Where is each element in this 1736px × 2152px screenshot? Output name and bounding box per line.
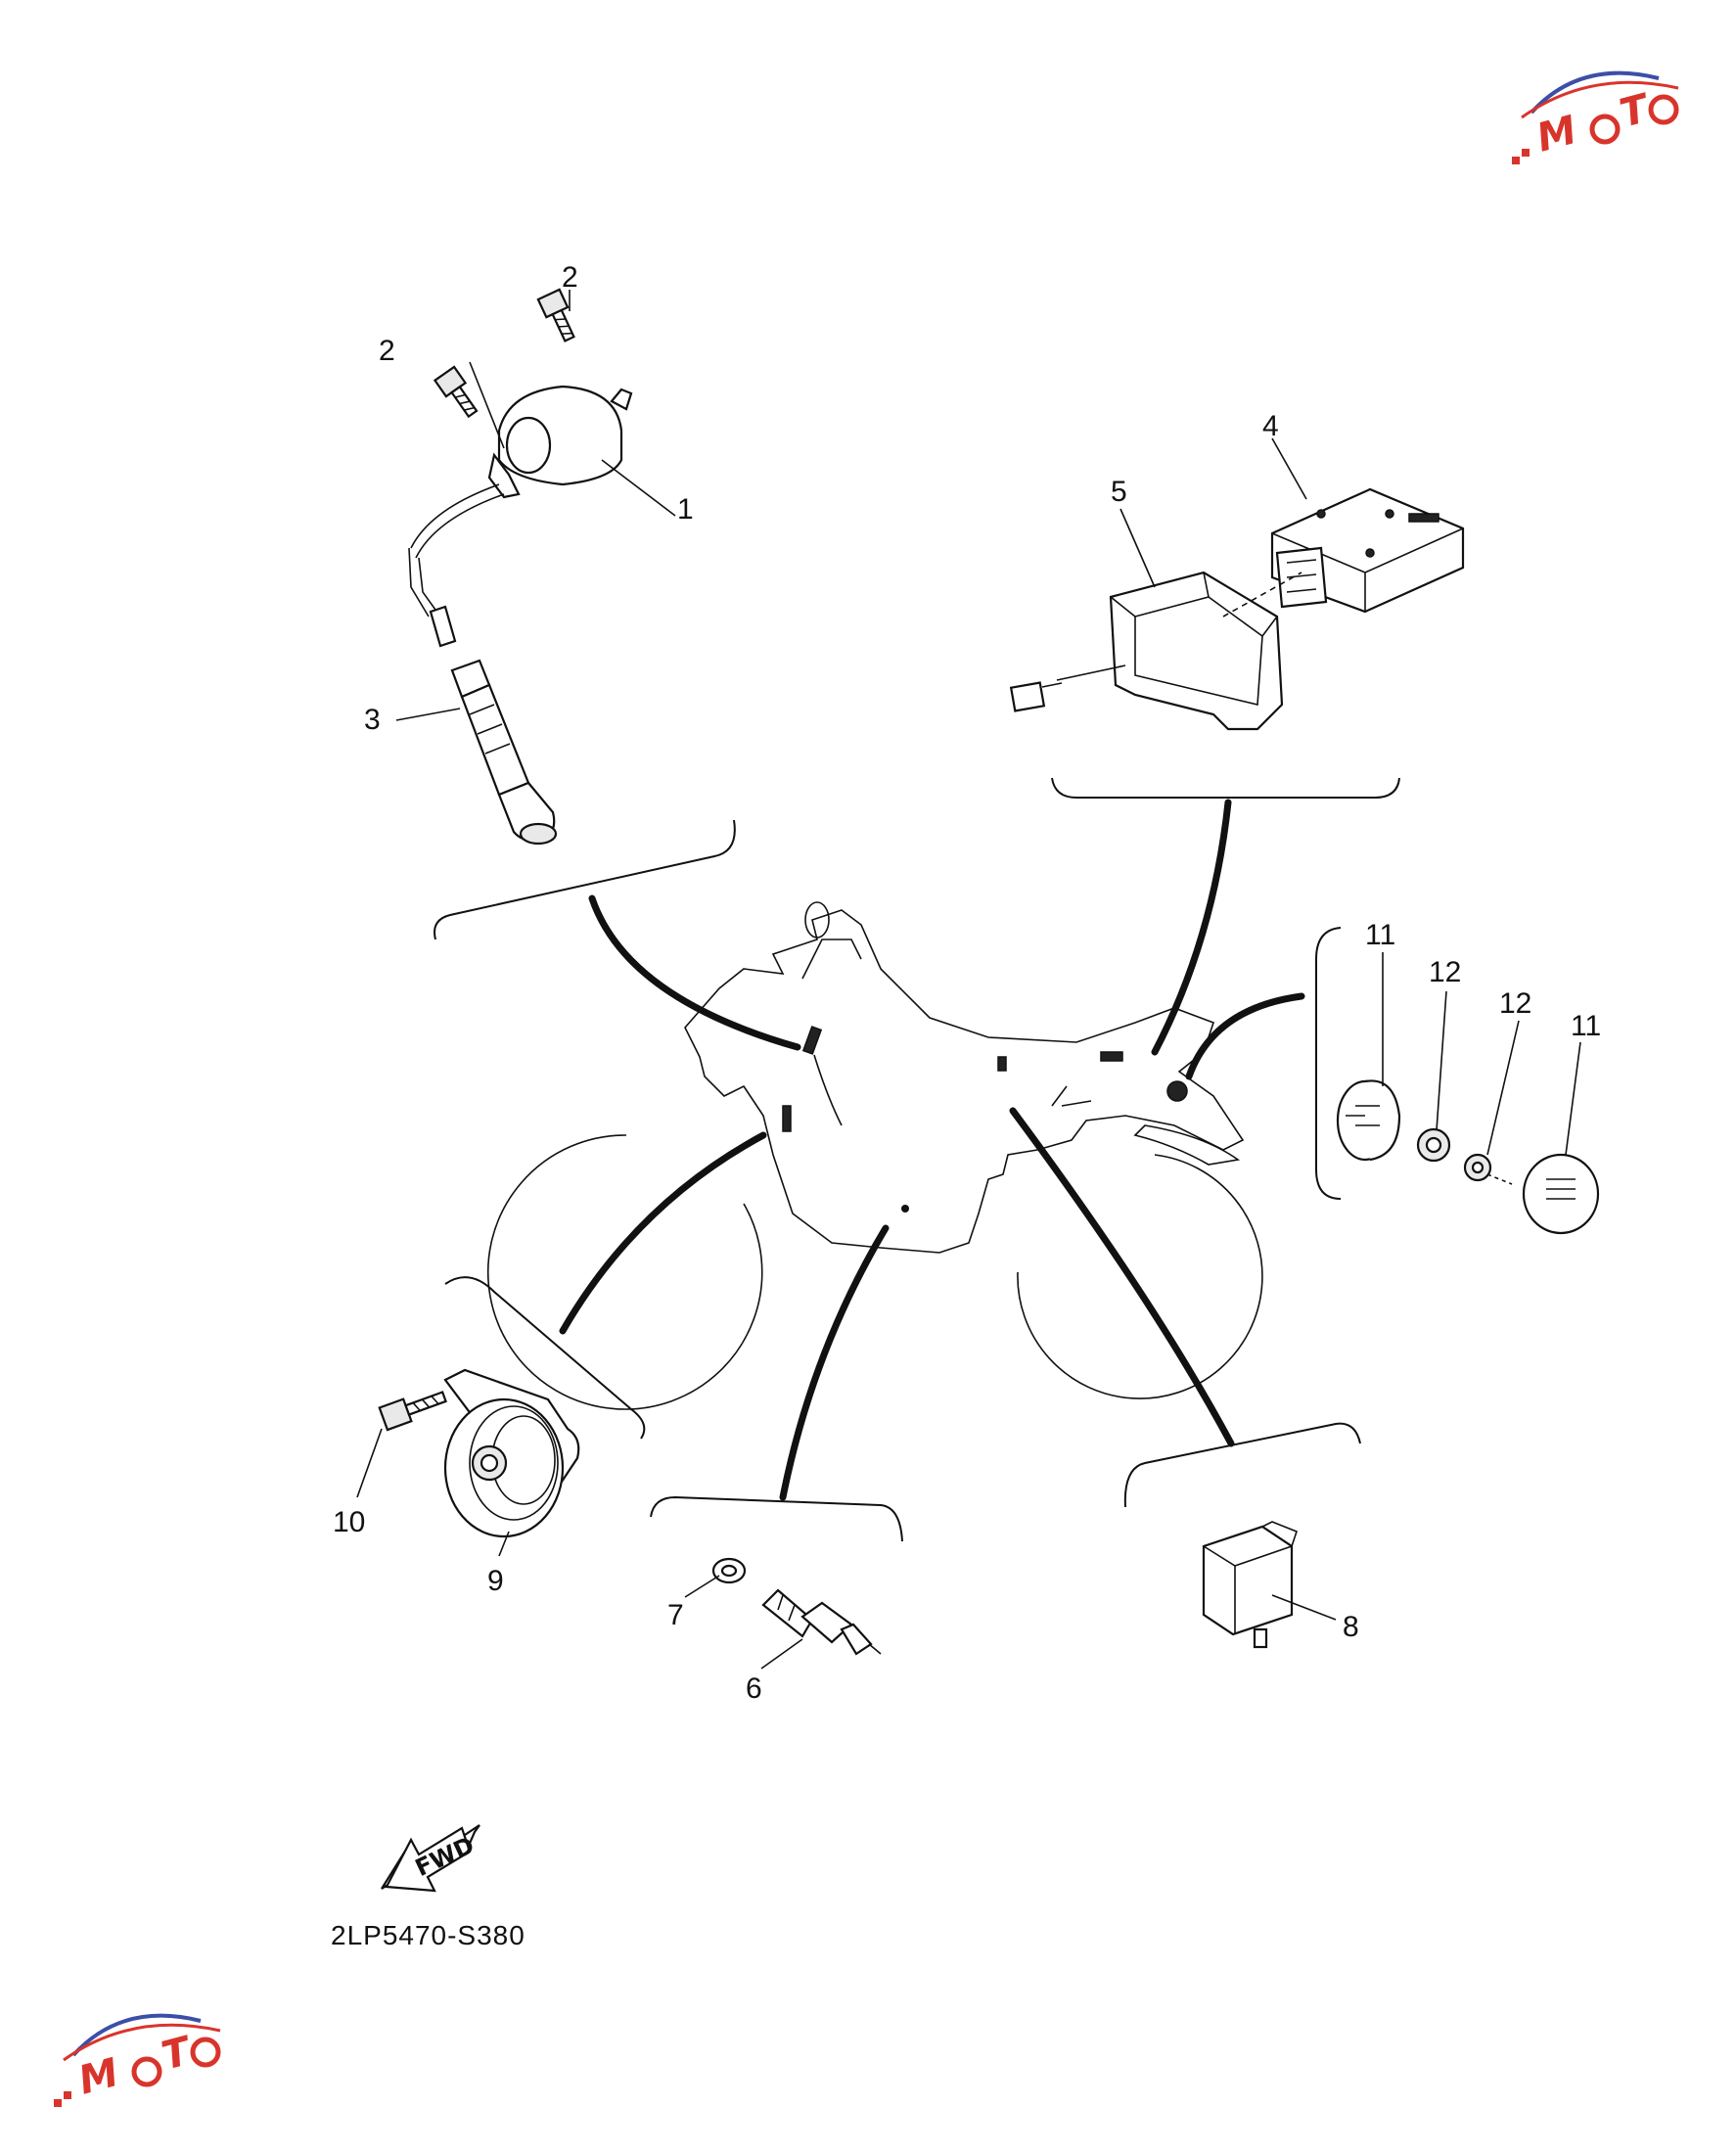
leader-ignition-group (588, 894, 801, 1051)
rear-wheel-outline (487, 1134, 763, 1410)
callout-leaders (356, 290, 1581, 1670)
svg-text:M: M (1532, 108, 1581, 161)
ecu-unit (1270, 487, 1465, 614)
callout-7: 7 (667, 1599, 684, 1631)
callout-2: 2 (562, 261, 578, 294)
callout-2: 2 (379, 335, 395, 367)
leader-horn-group (559, 1131, 767, 1335)
callout-6: 6 (746, 1672, 762, 1705)
group-brackets (434, 777, 1400, 1542)
motorcycle-silhouette (487, 901, 1263, 1410)
bracket-ignition (434, 819, 736, 940)
callout-10: 10 (333, 1506, 365, 1538)
horn (443, 1368, 580, 1538)
callout-1: 1 (677, 493, 694, 526)
horn-bolt (378, 1391, 447, 1432)
callout-5: 5 (1111, 476, 1127, 508)
callout-4: 4 (1262, 410, 1279, 442)
coil-bolts (433, 288, 575, 419)
spark-plug-cap (450, 659, 558, 846)
callout-numbers: 1 2 2 3 4 5 11 12 12 11 10 9 7 6 8 (333, 261, 1601, 1705)
callout-9: 9 (487, 1565, 504, 1597)
callout-3: 3 (364, 704, 381, 736)
callout-11: 11 (1571, 1010, 1601, 1042)
motorcycle-body-outline (684, 909, 1245, 1254)
group-leader-lines (559, 799, 1305, 1501)
bracket-relay (1123, 1422, 1361, 1508)
fwd-arrow: FWD (381, 1824, 480, 1893)
cover-caps (1336, 1079, 1600, 1235)
bracket-plug (650, 1495, 903, 1542)
leader-cap-group (1185, 992, 1305, 1080)
callout-11: 11 (1365, 919, 1395, 951)
front-wheel-outline (1017, 1154, 1263, 1399)
watermark-logo-bottom: M T (54, 2013, 221, 2107)
callout-8: 8 (1343, 1611, 1359, 1643)
callout-12: 12 (1499, 987, 1531, 1020)
relay (1202, 1521, 1298, 1649)
ignition-coil (408, 385, 633, 648)
diagram-code: 2LP5470-S380 (331, 1920, 525, 1950)
spark-plug (761, 1588, 882, 1656)
leader-ecu-group (1151, 799, 1232, 1056)
bracket-horn (444, 1276, 646, 1440)
bracket-cap (1315, 927, 1342, 1200)
watermark-logo-top: M T (1512, 70, 1679, 164)
ecu-holder (1009, 571, 1302, 731)
spark-plug-gasket (711, 1557, 747, 1584)
bracket-ecu (1051, 777, 1400, 799)
svg-text:M: M (74, 2050, 123, 2104)
callout-12: 12 (1429, 956, 1461, 988)
leader-plug-group (779, 1224, 890, 1501)
leader-relay-group (1009, 1107, 1235, 1447)
